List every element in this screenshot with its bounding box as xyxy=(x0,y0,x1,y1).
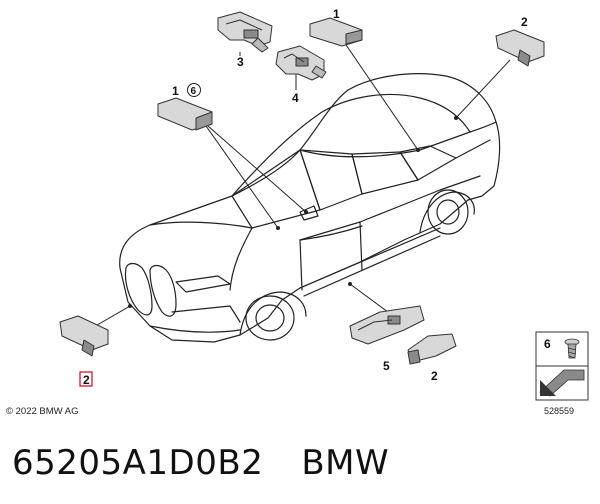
part-antenna-2-bottom xyxy=(407,333,457,365)
leader-lines xyxy=(91,41,511,329)
callout-4: 4 xyxy=(292,91,299,105)
callout-6-circled: 6 xyxy=(191,86,197,97)
leader-dots xyxy=(128,116,458,308)
callout-2-bottom: 2 xyxy=(431,369,438,383)
callout-2-top-right: 2 xyxy=(521,15,528,29)
screw-icon xyxy=(564,338,580,359)
part-bracket-3 xyxy=(217,11,273,53)
brand-name: BMW xyxy=(301,443,390,483)
part-bracket-5 xyxy=(349,305,425,345)
part-antenna-2-top xyxy=(495,29,545,67)
callout-6-circle xyxy=(187,83,201,97)
legend-box: 6 528559 xyxy=(535,331,589,416)
part-number: 65205A1D0B2 xyxy=(12,443,264,483)
legend-item-number: 6 xyxy=(544,337,551,351)
page-arrow-icon xyxy=(539,369,585,397)
callout-1-left: 1 xyxy=(172,84,179,98)
part-bracket-4 xyxy=(275,45,327,81)
copyright-text: © 2022 BMW AG xyxy=(6,406,78,417)
catalog-number: 528559 xyxy=(544,406,574,416)
callout-5: 5 xyxy=(383,359,390,373)
callout-1-top: 1 xyxy=(333,7,340,21)
part-antenna-1-left xyxy=(157,97,213,131)
callout-2-bottom-left: 2 xyxy=(83,373,90,387)
car-illustration xyxy=(119,73,501,343)
part-antenna-1-top xyxy=(309,17,363,47)
part-antenna-2-bottom-left xyxy=(59,315,109,357)
caption-row: 65205A1D0B2 BMW xyxy=(12,438,389,488)
callout-2-highlight-box xyxy=(79,371,93,387)
callout-3: 3 xyxy=(237,55,244,69)
